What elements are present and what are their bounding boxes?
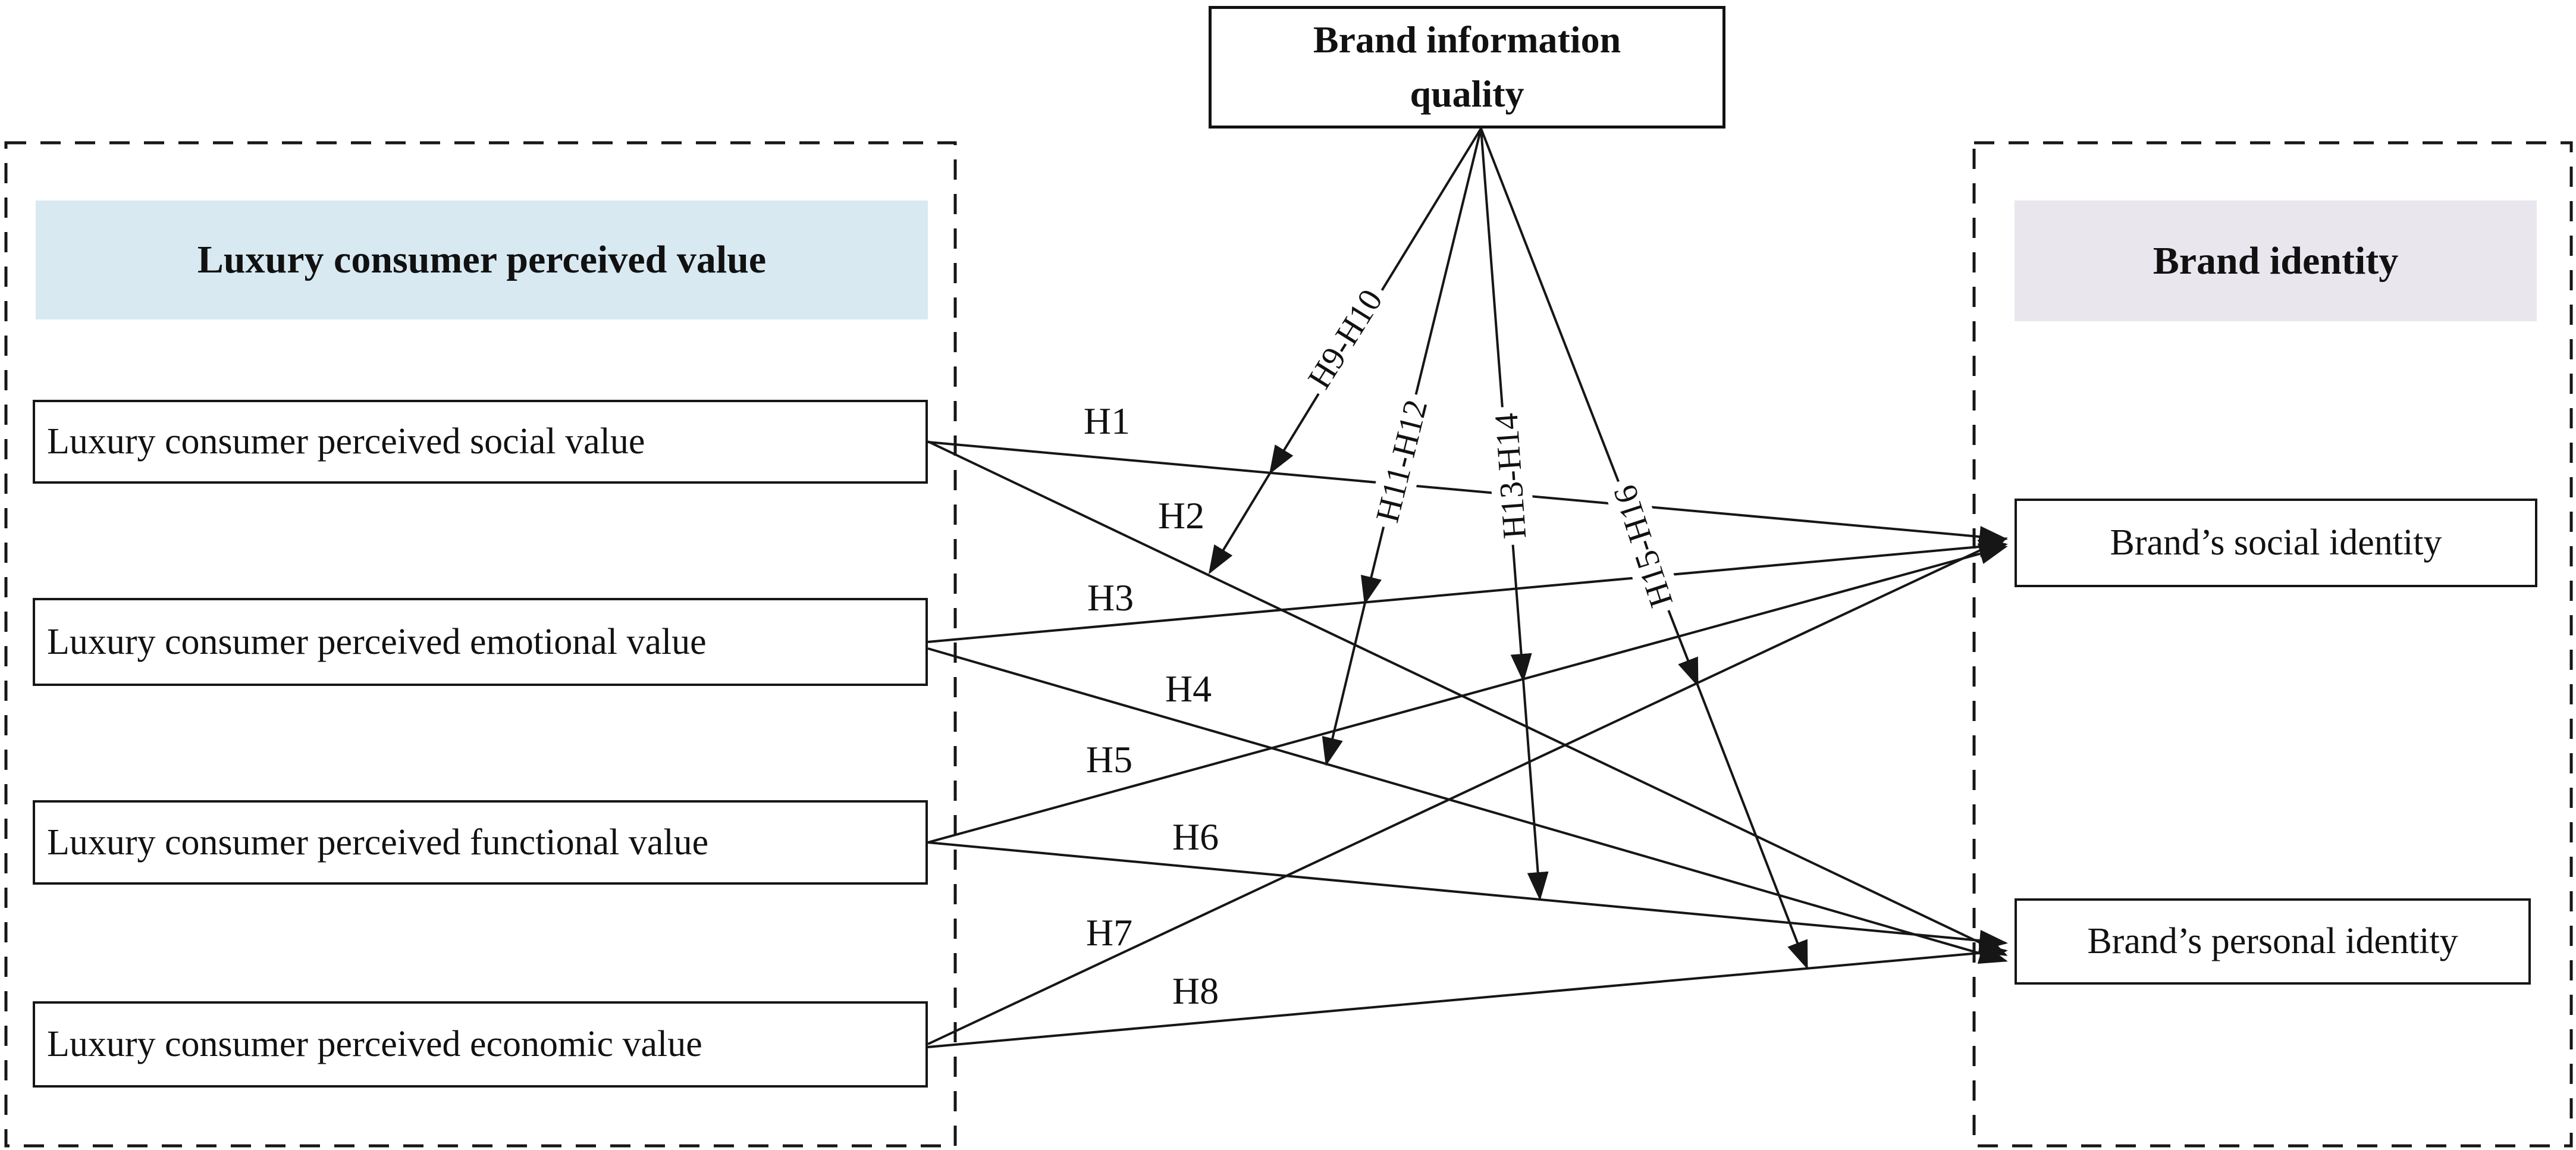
edge-h6-functional-to-personal-identity [927,841,2008,951]
edge-label-h8: H8 [1172,970,1219,1012]
moderation-arrow-h11-h12-segment-1 [1360,128,1482,605]
moderator-box-label: Brand information quality [1313,18,1621,115]
right-panel-dashed-outline [1972,141,2573,1148]
moderation-arrow-h9-h10-segment-2 [1208,471,1272,575]
left-panel-dashed-outline [4,141,957,1148]
edge-h7-economic-to-social-identity [927,537,2008,1045]
moderation-arrow-h15-h16-segment-2 [1696,684,1808,970]
construct-label: Brand’s personal identity [2087,921,2458,961]
left-panel-title: Luxury consumer perceived value [197,238,767,281]
edge-label-h2: H2 [1157,494,1205,537]
edge-h1-social-to-social-identity [927,441,2008,547]
edge-label-h6: H6 [1172,816,1219,858]
moderation-arrow-h13-h14-segment-1 [1480,128,1532,682]
construct-box-perceived-social-value: Luxury consumer perceived social value [33,400,928,484]
construct-label: Luxury consumer perceived economic value [47,1024,702,1064]
construct-label: Luxury consumer perceived social value [47,421,645,462]
construct-box-brand-social-identity: Brand’s social identity [2015,499,2537,587]
right-panel-title: Brand identity [2153,239,2399,283]
edge-label-h5: H5 [1085,738,1133,781]
construct-box-perceived-functional-value: Luxury consumer perceived functional val… [33,800,928,885]
construct-box-perceived-economic-value: Luxury consumer perceived economic value [33,1001,928,1088]
edge-h2-social-to-personal-identity [927,440,2008,956]
construct-label: Luxury consumer perceived functional val… [47,822,709,863]
edge-label-h3: H3 [1087,576,1134,619]
edge-h3-emotional-to-social-identity [927,536,2008,643]
moderation-arrow-h11-h12-segment-2 [1322,602,1366,766]
construct-box-brand-personal-identity: Brand’s personal identity [2015,898,2531,985]
construct-label: Luxury consumer perceived emotional valu… [47,621,707,662]
moderation-arrow-h13-h14-segment-2 [1522,679,1549,901]
edge-label-h7: H7 [1085,911,1133,954]
edge-h4-emotional-to-personal-identity [927,647,2008,964]
construct-label: Brand’s social identity [2110,522,2442,563]
edge-h5-functional-to-social-identity [927,543,2008,844]
edge-h8-economic-to-personal-identity [927,942,2008,1048]
moderator-box-brand-information-quality: Brand information quality [1209,6,1725,129]
edge-label-h4: H4 [1165,668,1212,710]
construct-box-perceived-emotional-value: Luxury consumer perceived emotional valu… [33,598,928,686]
right-panel-header: Brand identity [2015,200,2537,321]
left-panel-header: Luxury consumer perceived value [36,200,928,319]
edge-label-h1: H1 [1083,400,1131,442]
